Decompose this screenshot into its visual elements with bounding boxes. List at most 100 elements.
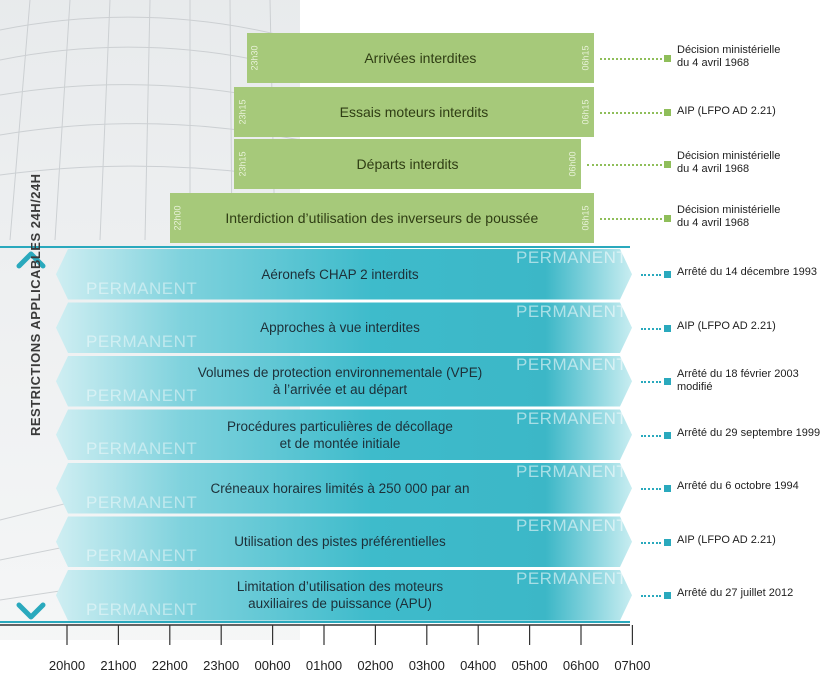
reference-line: du 4 avril 1968 xyxy=(677,57,750,69)
reference-marker xyxy=(664,485,671,493)
label-line: Limitation d’utilisation des moteurs xyxy=(236,579,444,595)
night-restriction-label: Interdiction d’utilisation des inverseur… xyxy=(225,210,539,226)
connector-dots xyxy=(641,327,661,330)
label-line: Créneaux horaires limités à 250 000 par … xyxy=(210,480,470,496)
start-time: 23h30 xyxy=(249,45,260,71)
permanent-restriction-label: Volumes de protection environnementale (… xyxy=(60,356,620,407)
reference-marker xyxy=(664,431,671,439)
permanent-watermark-right: PERMANENT xyxy=(516,408,628,428)
axis-tick-label: 07h00 xyxy=(614,658,651,673)
night-restriction-label: Essais moteurs interdits xyxy=(339,104,489,120)
reference-text: Arrêté du 27 juillet 2012 xyxy=(677,587,793,600)
start-time: 23h15 xyxy=(237,151,248,177)
permanent-watermark-right: PERMANENT xyxy=(516,355,628,374)
permanent-watermark-left: PERMANENT xyxy=(86,385,198,405)
connector-dots xyxy=(587,164,662,166)
permanent-watermark-right: PERMANENT xyxy=(516,248,628,267)
permanent-restriction-label: Approches à vue interdites xyxy=(60,303,620,354)
night-restriction-bar: Interdiction d’utilisation des inverseur… xyxy=(169,193,594,243)
axis-tick-label: 06h00 xyxy=(562,658,600,673)
reference-marker xyxy=(664,215,671,222)
reference-text: AIP (LFPO AD 2.21) xyxy=(677,534,776,547)
side-title: RESTRICTIONS APPLICABLES 24H/24H xyxy=(28,173,43,436)
reference-line: Arrêté du 14 décembre 1993 xyxy=(677,266,818,279)
reference-line: Décision ministérielle xyxy=(677,44,781,56)
axis-tick-label: 03h00 xyxy=(408,658,445,673)
connector-dots xyxy=(641,434,661,437)
reference-line: Arrêté du 27 juillet 2012 xyxy=(677,587,794,600)
night-restriction-label: Arrivées interdites xyxy=(364,50,477,66)
permanent-restriction-band xyxy=(56,463,632,514)
label-line: Aéronefs CHAP 2 interdits xyxy=(261,266,419,282)
label-line: Approches à vue interdites xyxy=(260,320,420,336)
permanent-watermark-left: PERMANENT xyxy=(86,492,198,512)
start-time: 22h00 xyxy=(172,205,183,231)
permanent-restriction-band xyxy=(56,249,632,300)
end-time: 06h00 xyxy=(567,151,578,177)
reference-marker xyxy=(664,55,671,62)
permanent-watermark-left: PERMANENT xyxy=(86,332,198,351)
reference-marker xyxy=(664,109,671,116)
reference-line: Arrêté du 6 octobre 1994 xyxy=(677,480,799,493)
night-restriction-label: Départs interdits xyxy=(356,156,459,172)
end-time: 06h15 xyxy=(580,99,591,125)
permanent-watermark-right: PERMANENT xyxy=(516,569,628,588)
reference-line: Arrêté du 29 septembre 1999 xyxy=(677,426,821,439)
reference-text: AIP (LFPO AD 2.21) xyxy=(677,105,776,118)
reference-line: modifié xyxy=(677,381,713,394)
permanent-restriction-band xyxy=(56,302,632,353)
permanent-restriction-label: Créneaux horaires limités à 250 000 par … xyxy=(60,463,620,514)
connector-dots xyxy=(641,488,661,491)
end-time: 06h15 xyxy=(580,205,591,231)
reference-marker xyxy=(664,271,671,279)
axis-tick-label: 04h00 xyxy=(460,658,497,673)
connector-dots xyxy=(599,58,662,60)
permanent-restriction-label: Utilisation des pistes préférentielles xyxy=(60,517,620,568)
reference-marker xyxy=(664,538,671,546)
chevron-down-icon xyxy=(16,602,46,620)
start-time: 23h15 xyxy=(237,99,248,125)
reference-marker xyxy=(664,324,671,332)
connector-dots xyxy=(641,381,661,384)
permanent-watermark-left: PERMANENT xyxy=(86,439,198,458)
connector-dots xyxy=(599,112,662,114)
reference-text: AIP (LFPO AD 2.21) xyxy=(677,320,776,333)
reference-marker xyxy=(664,378,671,386)
axis-tick-label: 02h00 xyxy=(357,658,394,673)
axis-tick-label: 23h00 xyxy=(203,658,240,673)
permanent-watermark-right: PERMANENT xyxy=(516,515,628,535)
connector-dots xyxy=(641,595,661,598)
axis-tick-label: 20h00 xyxy=(48,658,86,673)
reference-line: du 4 avril 1968 xyxy=(677,163,750,175)
label-line: auxiliaires de puissance (APU) xyxy=(248,596,432,612)
reference-line: AIP (LFPO AD 2.21) xyxy=(677,533,776,546)
axis-tick-label: 00h00 xyxy=(254,658,291,673)
reference-text: Arrêté du 6 octobre 1994 xyxy=(677,480,799,493)
label-line: Volumes de protection environnementale (… xyxy=(197,365,483,381)
permanent-watermark-left: PERMANENT xyxy=(86,546,198,565)
axis-tick-label: 22h00 xyxy=(151,658,188,673)
connector-dots xyxy=(641,541,661,544)
permanent-watermark-left: PERMANENT xyxy=(86,599,198,619)
axis-tick-label: 05h00 xyxy=(511,658,548,673)
end-time: 06h15 xyxy=(580,45,591,71)
reference-marker xyxy=(664,592,671,600)
reference-text: Arrêté du 29 septembre 1999 xyxy=(677,427,820,440)
reference-line: AIP (LFPO AD 2.21) xyxy=(677,104,776,117)
axis-tick-label: 01h00 xyxy=(305,658,343,673)
permanent-watermark-right: PERMANENT xyxy=(516,462,628,481)
reference-marker xyxy=(664,161,671,168)
permanent-restriction-band xyxy=(56,516,632,567)
label-line: Procédures particulières de décollage xyxy=(227,418,453,434)
night-restriction-bar: Arrivées interdites 23h30 06h15 xyxy=(246,33,594,83)
permanent-watermark-left: PERMANENT xyxy=(86,278,198,298)
permanent-restriction-band xyxy=(56,570,632,621)
night-restriction-bar: Essais moteurs interdits 23h15 06h15 xyxy=(234,87,594,137)
permanent-restriction-label: Aéronefs CHAP 2 interdits xyxy=(60,249,620,300)
axis-tick-label: 21h00 xyxy=(100,658,137,673)
